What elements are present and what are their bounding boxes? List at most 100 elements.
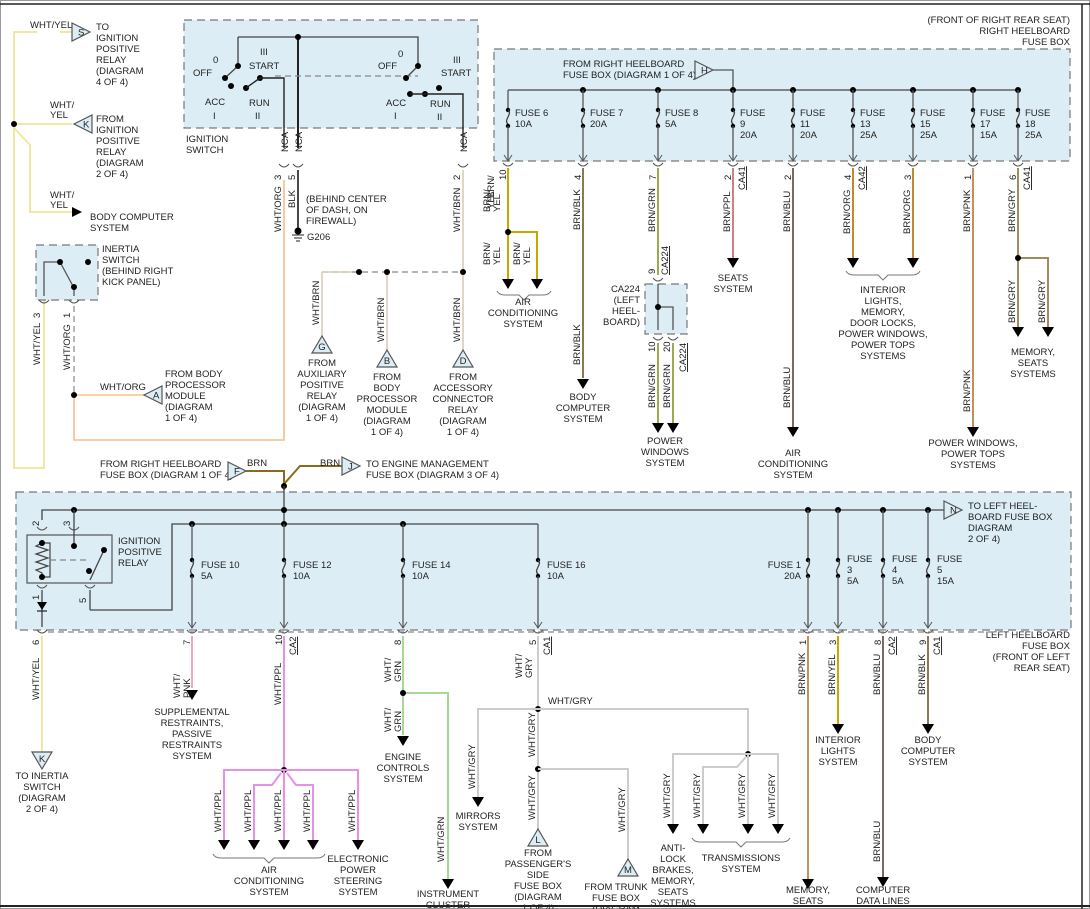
ca224-pin9: 9 [647, 269, 658, 274]
wht-grn-cluster-label: WHT/GRN [436, 816, 447, 862]
left-fuse-label-7: 15A [937, 576, 955, 587]
ac-arrow-icon [531, 279, 543, 289]
power-windows-destination: POWER [647, 436, 683, 447]
memory-seats-destination: MEMORY, [1011, 347, 1055, 358]
connector-pin [278, 163, 290, 168]
left-fuse-arrow-icon [803, 621, 813, 629]
ground-location-note: FIREWALL) [306, 216, 356, 227]
ac2-destination: AIR [785, 448, 801, 459]
left-fuse-arrow-icon [398, 621, 408, 629]
ignition-positive-relay-box [26, 534, 113, 584]
wht-gry-arrow-icon [697, 824, 709, 834]
interior2-arrow-icon [832, 724, 844, 734]
abs-destination: LOCK [660, 854, 687, 865]
n-destination-text: DIAGRAM [968, 523, 1012, 534]
right-fuse-label-0: 10A [515, 119, 533, 130]
abs-destination: MEMORY, [651, 876, 695, 887]
ca224-pin20: 20 [662, 341, 673, 352]
f-connector-flag-letter: F [234, 467, 240, 478]
inertia-wire3-label: WHT/YEL [32, 323, 43, 365]
a-connector-flag [142, 385, 163, 405]
right-fuse-conn-5: CA42 [857, 166, 868, 190]
wht-yel-loop-wire [13, 31, 45, 469]
connector-pin [577, 162, 589, 167]
left-fuse-label-7: 5 [937, 565, 942, 576]
wht-gry-l-label: WHT/GRY [527, 775, 538, 820]
left-fuse-label-0: 5A [201, 571, 213, 582]
right-fuse-conn-3: CA41 [737, 166, 748, 190]
l-connector-flag [526, 827, 550, 847]
cluster-arrow-icon [442, 879, 454, 889]
a-connector-flag-letter: A [153, 391, 160, 402]
f-source-text: FROM RIGHT HEELBOARD [100, 459, 221, 470]
wht-ppl-branch-label: WHT/PPL [243, 790, 254, 832]
wht-gry-abs [672, 753, 748, 824]
wht-ppl-branch-label: WHT/PPL [273, 790, 284, 832]
brn-blk-label: BRN/BLK [572, 189, 583, 230]
right-fuse-conn-8: CA41 [1022, 166, 1033, 190]
wht-gry-mid-label: WHT/GRY [527, 712, 538, 757]
ign-nca-5: NCA [294, 131, 305, 152]
ignition-switch-box [183, 19, 479, 129]
ac2-arrow-icon [787, 427, 799, 437]
pwt-destination: POWER WINDOWS, [928, 438, 1017, 449]
left-fuse-arrow-icon [533, 621, 543, 629]
brn-yel-junction [505, 229, 511, 235]
a-source-text: PROCESSOR [165, 380, 226, 391]
right-fuse-2-icon [655, 109, 661, 125]
left-fuse-label-2: 10A [412, 571, 430, 582]
wht-gry-trans-feed [538, 708, 749, 754]
relay-switch-arm [89, 549, 105, 581]
s-destination-text: POSITIVE [96, 44, 140, 55]
wht-ppl-arrow-icon [218, 840, 230, 850]
fuse-out-arrow-icon [728, 154, 738, 162]
a-source-text: (DIAGRAM [165, 402, 213, 413]
connector-pin [652, 336, 664, 341]
brn-f-label: BRN [247, 458, 267, 469]
s-destination-text: TO [96, 22, 109, 33]
relay-title: RELAY [118, 558, 149, 569]
ign-pin2: 2 [452, 175, 463, 180]
connector-pin [922, 629, 934, 634]
connector-pin [652, 277, 664, 282]
relay-title: POSITIVE [118, 547, 162, 558]
inertia-contact [71, 284, 77, 290]
left-fuse-conn-7: CA1 [932, 637, 943, 655]
wht-gry-arrow-icon [667, 824, 679, 834]
wht-grn-label-a: WHT/ [383, 657, 394, 682]
h-connector-flag [694, 60, 715, 80]
k-source-text: (DIAGRAM [96, 158, 144, 169]
connector-pin [292, 163, 304, 168]
srs-destination: RESTRAINTS [162, 740, 222, 751]
m-source-text: (DIAGRAM [592, 904, 640, 909]
bcs3-arrow-icon [922, 724, 934, 734]
fuse-out-arrow-icon [503, 154, 513, 162]
right-fusebox-title: (FRONT OF RIGHT REAR SEAT) [927, 15, 1070, 26]
memseats-destination: MEMORY, [786, 885, 830, 896]
connector-pin [907, 162, 919, 167]
fuse-out-arrow-icon [788, 154, 798, 162]
cluster-destination: INSTRUMENT [417, 889, 479, 900]
memseats-arrow-icon [802, 879, 814, 889]
left-fuse-pin-3: 5 [528, 640, 539, 645]
eps-destination: POWER [340, 865, 376, 876]
l-source-text: PASSENGER'S [505, 859, 572, 870]
ign-left-start: START [249, 61, 279, 72]
interior2-destination: INTERIOR [815, 735, 861, 746]
inertia-contact [85, 259, 91, 265]
bcs3-destination: BODY [915, 735, 943, 746]
brn-blu-bottom-label-2: BRN/BLU [872, 821, 883, 862]
ca224-internal-branch [658, 306, 674, 330]
inertia-switch-title: (BEHIND RIGHT [102, 266, 173, 277]
connector-pin [36, 629, 48, 634]
wht-ppl-branch-label: WHT/PPL [213, 790, 224, 832]
trans-destination: SYSTEM [721, 864, 760, 875]
wht-brn-junction [356, 269, 362, 275]
left-bus-top [41, 509, 944, 520]
right-fuse-pin-4: 2 [783, 175, 794, 180]
connector-pin [847, 162, 859, 167]
k2-destination-text: 2 OF 4) [26, 804, 58, 815]
m-connector-flag [616, 857, 640, 877]
inertia-switch-title: KICK PANEL) [102, 277, 160, 288]
brn-yel-branch [508, 231, 538, 288]
